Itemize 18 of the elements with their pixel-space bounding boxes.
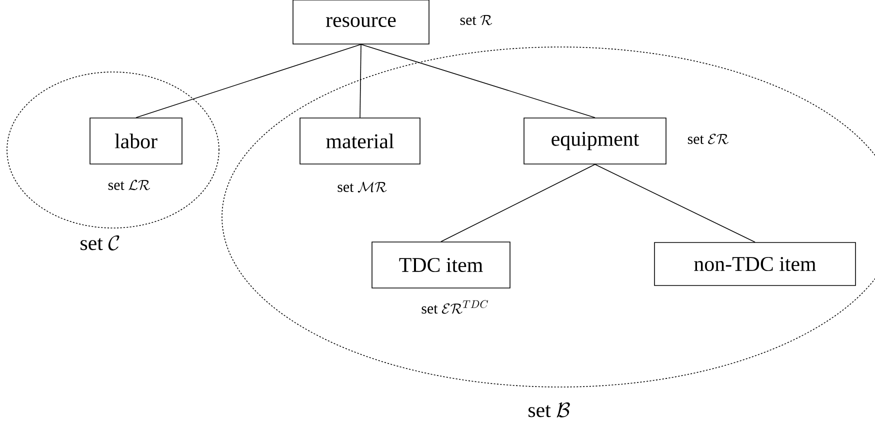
tree-line xyxy=(594,164,756,242)
set-label: $\mathrm{set}\ \mathcal{R}$ xyxy=(460,15,492,26)
tree-box: material xyxy=(300,118,420,164)
tree-line xyxy=(360,44,362,118)
tree-line xyxy=(136,44,362,118)
set-label: $\mathrm{set}\ \mathcal{C}$ xyxy=(80,235,120,250)
tree-box: TDC item xyxy=(372,242,510,288)
set-label: $\mathrm{set}\ \mathcal{MR}$ xyxy=(338,182,387,193)
set-label: $\mathrm{set}\ \mathcal{ER}$ xyxy=(688,134,728,144)
tree-line xyxy=(440,164,596,242)
set-label: $\mathrm{set}\ \mathcal{ER}^{TDC}$ xyxy=(422,300,488,314)
tree-box: equipment xyxy=(524,118,666,164)
set-label: $\mathrm{set}\ \mathcal{LR}$ xyxy=(108,180,150,190)
set-label: $\mathrm{set}\ \mathcal{B}$ xyxy=(528,402,570,418)
tree-box: labor xyxy=(90,118,182,164)
tree-box: non-TDC item xyxy=(654,242,856,286)
tree-box: resource xyxy=(292,0,430,44)
tree-line xyxy=(360,44,596,118)
